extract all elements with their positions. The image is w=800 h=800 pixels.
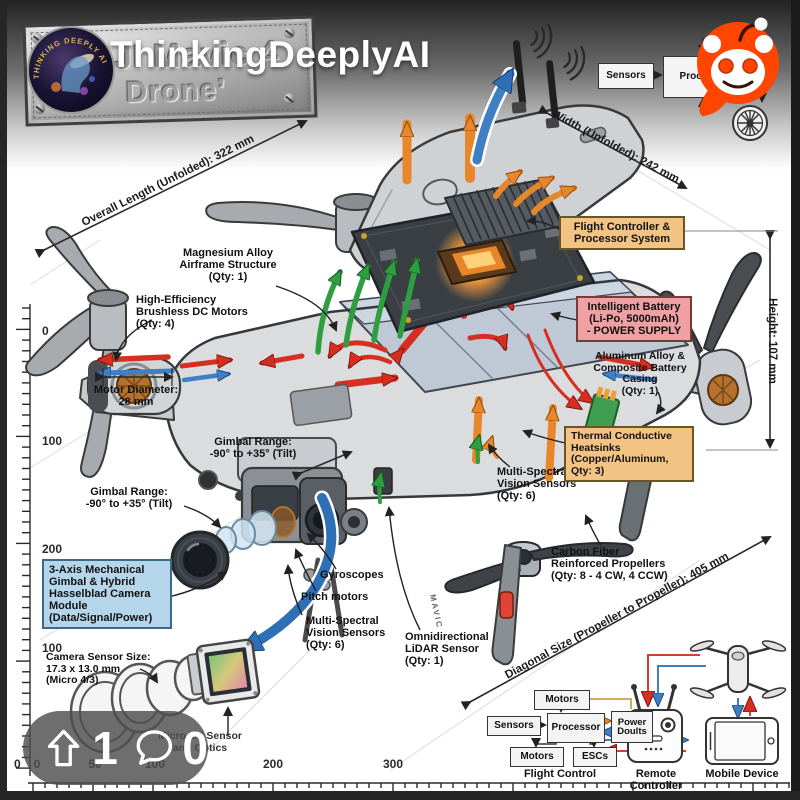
- head-profile: [61, 56, 90, 93]
- reddit-eye: [718, 58, 734, 74]
- mobile-device-drawing: [705, 717, 779, 765]
- reddit-smile: [722, 80, 754, 89]
- body-brand-text: MAVIC: [428, 594, 444, 630]
- fc-escs-box: ESCs: [573, 747, 617, 767]
- reddit-logo[interactable]: [688, 16, 788, 131]
- fc-sensors-box: Sensors: [487, 716, 541, 736]
- micro43-sensor-module: [186, 638, 261, 705]
- label-vision-sensors-bottom: Multi-Spectral Vision Sensors (Qty: 6): [306, 615, 386, 652]
- label-gyroscopes: Gyroscopes: [320, 569, 384, 581]
- label-gimbal-range-side: Gimbal Range: -90° to +35° (Tilt): [85, 486, 173, 511]
- fc-processor-box: Processor: [547, 713, 605, 743]
- wifi-signal-arcs: [530, 23, 586, 81]
- photo-edge-left: [0, 0, 7, 800]
- label-dc-motors: High-Efficiency Brushless DC Motors (Qty…: [136, 294, 248, 331]
- photo-edge-right: [791, 0, 800, 800]
- plate-screw-icon: [283, 93, 296, 105]
- front-vision-camera: [198, 470, 218, 490]
- fc-motors-top-box: Motors: [534, 690, 590, 710]
- upvote-icon[interactable]: [47, 726, 80, 770]
- username[interactable]: ThinkingDeeplyAI: [110, 34, 431, 75]
- signal-blue-arrows: [237, 74, 517, 656]
- photo-edge-bottom: [0, 791, 800, 800]
- fc-caption: Flight Control: [523, 768, 597, 780]
- left-ruler-label-200: 200: [42, 542, 63, 556]
- flight-controller-pcb: [350, 179, 596, 334]
- dimension-lines: [34, 104, 778, 711]
- social-bar: 1 0: [23, 711, 208, 785]
- remote-controller-caption: Remote Controller: [629, 768, 683, 792]
- left-ruler-label-100b: 100: [42, 641, 63, 655]
- callout-leaders: [112, 215, 666, 736]
- label-flight-controller-box: Flight Controller & Processor System: [559, 216, 685, 251]
- left-ruler-label-0b: 0: [14, 757, 21, 771]
- label-battery-casing: Aluminum Alloy & Composite Battery Casin…: [593, 350, 687, 397]
- bottom-ruler-label-300: 300: [382, 757, 404, 771]
- airflow-green-arrows: [315, 260, 479, 504]
- exploded-lens-elements: [170, 506, 296, 590]
- fc-motors-bottom-box: Motors: [510, 747, 564, 767]
- mini-drone-topview: [689, 640, 787, 699]
- drone-body-outline: [163, 278, 702, 502]
- label-camera-sensor-size: Camera Sensor Size: 17.3 x 13.0 mm (Micr…: [46, 651, 151, 687]
- mobile-device-caption: Mobile Device: [705, 768, 779, 780]
- fc-power-box: Power Doults: [611, 711, 653, 743]
- bottom-ruler-label-200: 200: [262, 757, 284, 771]
- comment-count[interactable]: 0: [182, 722, 208, 774]
- avatar[interactable]: THINKING DEEPLY AI: [26, 25, 116, 115]
- lidar-module: [373, 467, 393, 495]
- gimbal-mount-plate: [289, 383, 353, 427]
- label-pitch-motors: Pitch motors: [301, 591, 369, 603]
- topflow-sensors-box: Sensors: [598, 63, 654, 89]
- left-ruler: [16, 304, 31, 776]
- dim-motor-diameter: Motor Diameter: 28 mm: [93, 384, 179, 409]
- label-camera-module-box: 3-Axis Mechanical Gimbal & Hybrid Hassel…: [42, 559, 172, 630]
- reddit-eye: [742, 58, 758, 74]
- left-ruler-label-0: 0: [42, 324, 49, 338]
- label-lidar: Omnidirectional LiDAR Sensor (Qty: 1): [405, 631, 489, 668]
- comment-icon[interactable]: [134, 726, 175, 770]
- left-ruler-label-100: 100: [42, 434, 63, 448]
- label-heatsinks-box: Thermal Conductive Heatsinks (Copper/Alu…: [564, 426, 694, 483]
- label-battery-box: Intelligent Battery (Li-Po, 5000mAh) - P…: [576, 296, 692, 343]
- upvote-count[interactable]: 1: [92, 722, 118, 774]
- dim-height: Height: 107 mm: [766, 298, 778, 384]
- label-propellers: Carbon Fiber Reinforced Propellers (Qty:…: [551, 546, 668, 583]
- plate-title-line2: Drone’: [125, 73, 228, 110]
- label-gimbal-range-top: Gimbal Range: -90° to +35° (Tilt): [209, 436, 297, 461]
- motor-wheel-icon: [732, 105, 768, 141]
- label-airframe: Magnesium Alloy Airframe Structure (Qty:…: [179, 247, 277, 284]
